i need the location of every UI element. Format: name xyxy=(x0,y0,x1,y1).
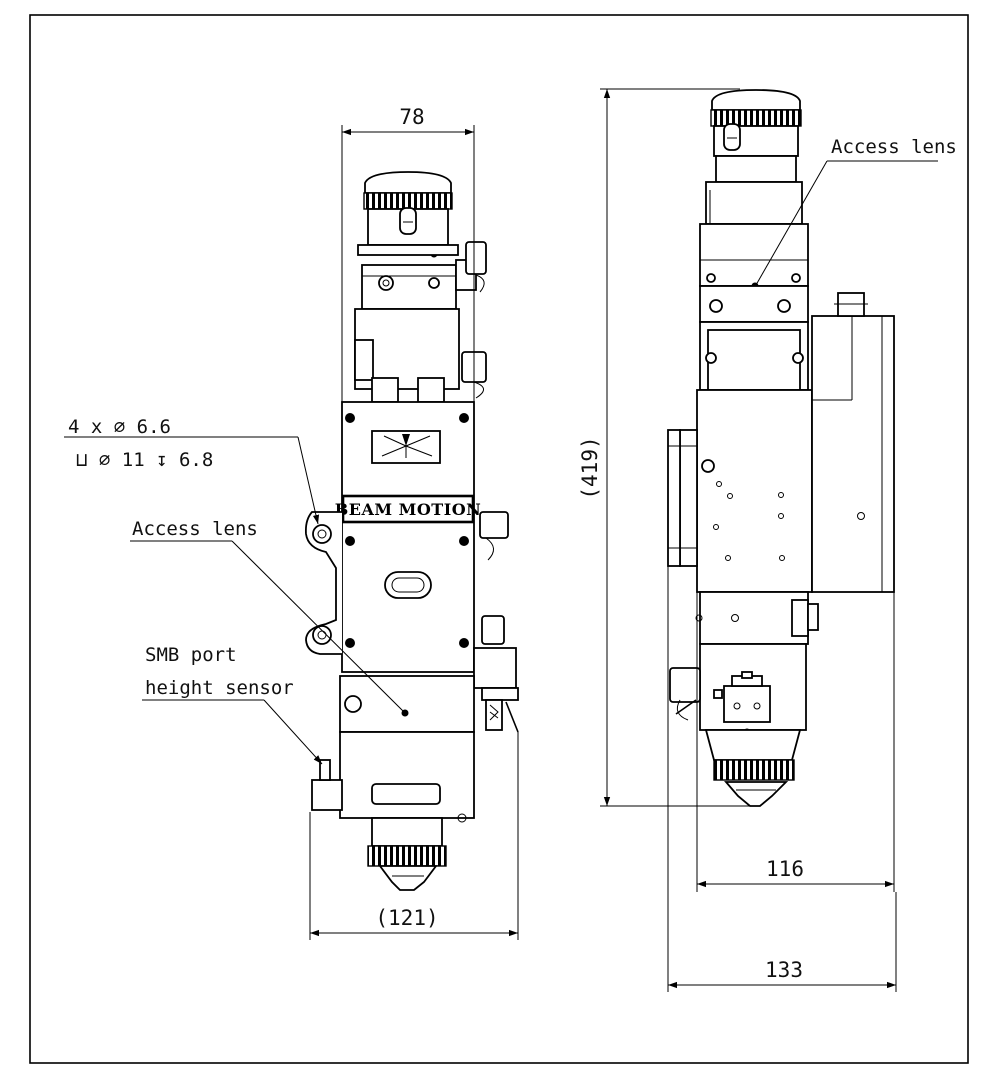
side-dimension-116: 116 xyxy=(696,592,895,892)
drawing-border xyxy=(29,14,969,1064)
front-main-body xyxy=(341,401,475,673)
side-lower-body xyxy=(699,591,809,645)
smb-port-label-line1: SMB port xyxy=(145,644,237,666)
dim-side-width-116: 116 xyxy=(766,857,804,881)
dim-top-width: 78 xyxy=(399,105,424,129)
hole-spec-callout: 4 x ∅ 6.6 ⊔ ∅ 11 ↧ 6.8 xyxy=(64,416,320,525)
front-lower-body xyxy=(339,675,475,733)
dim-side-width-133: 133 xyxy=(765,958,803,982)
dim-height: (419) xyxy=(578,436,602,499)
side-main-block xyxy=(696,389,813,593)
side-dimension-133: 133 xyxy=(667,566,897,992)
side-dimension-height: (419) xyxy=(578,88,752,807)
hole-spec-line1: 4 x ∅ 6.6 xyxy=(68,416,171,438)
access-lens-front-callout: Access lens xyxy=(130,518,404,712)
side-top-cap xyxy=(711,89,801,111)
side-top-knurl xyxy=(710,109,802,127)
left-mounting-bracket xyxy=(304,511,342,655)
front-dimension-top: 78 xyxy=(341,105,475,402)
front-dimension-bottom: (121) xyxy=(309,732,519,940)
front-top-cap xyxy=(364,171,452,194)
access-lens-side-label: Access lens xyxy=(831,136,957,158)
nameplate-text: BEAM MOTION xyxy=(335,500,482,519)
access-lens-side-callout: Access lens xyxy=(755,136,957,286)
front-top-knurl xyxy=(363,192,453,210)
side-nozzle-tip xyxy=(724,781,789,807)
access-lens-front-label: Access lens xyxy=(132,518,258,540)
smb-port-callout: SMB port height sensor xyxy=(142,644,323,765)
side-nozzle-knurl xyxy=(713,759,795,781)
hole-spec-line2: ⊔ ∅ 11 ↧ 6.8 xyxy=(76,449,213,471)
smb-port-label-line2: height sensor xyxy=(145,677,294,699)
side-sensor-module xyxy=(811,315,895,593)
dim-bottom-width: (121) xyxy=(375,906,438,930)
front-nozzle-knurl xyxy=(367,845,447,867)
front-nozzle-tip xyxy=(378,865,438,891)
nameplate-box xyxy=(341,494,475,524)
front-view: BEAM MOTION xyxy=(304,171,519,891)
side-view xyxy=(667,89,895,807)
